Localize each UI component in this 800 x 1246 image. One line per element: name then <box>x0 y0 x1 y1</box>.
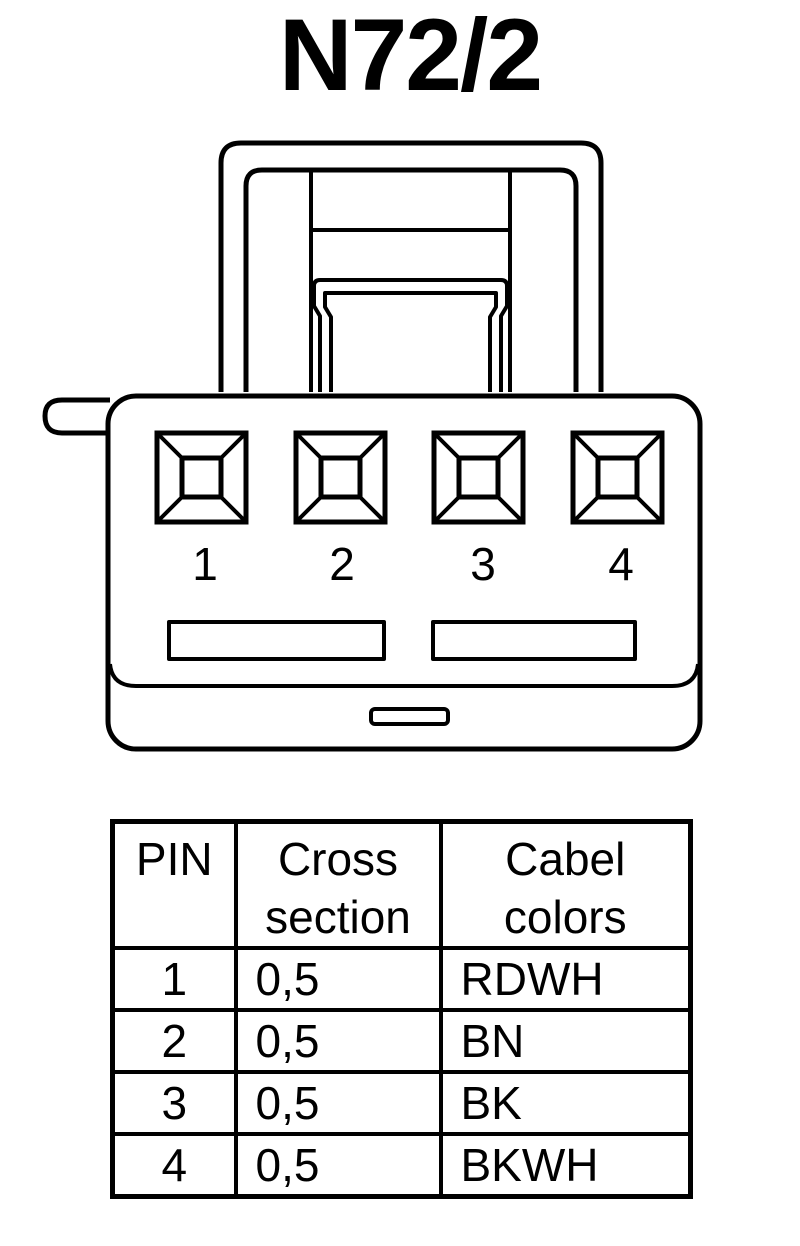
key-slot <box>369 707 450 726</box>
pin-number-cell: 3 <box>110 1070 238 1136</box>
bottom-slot-left <box>167 620 386 661</box>
cross-section-cell: 0,5 <box>233 1132 443 1199</box>
lock-tab-inner <box>323 291 498 392</box>
pin-cavity-4 <box>570 430 665 525</box>
pin-label-2: 2 <box>329 538 355 590</box>
housing-ledge <box>108 663 700 688</box>
header-pin-label: PIN <box>135 833 213 885</box>
cable-color-cell: RDWH <box>438 946 693 1012</box>
pin-cavity-3 <box>431 430 526 525</box>
pin-number-cell: 2 <box>110 1008 238 1074</box>
cross-section-cell: 0,5 <box>233 946 443 1012</box>
header-cable-colors-line-2: colors <box>503 891 627 943</box>
pin-label-4: 4 <box>608 538 634 590</box>
table-row: 2 0,5 BN <box>110 1008 693 1074</box>
header-cable-colors: Cabel colors <box>438 819 693 950</box>
cable-color-cell: BK <box>438 1070 693 1136</box>
pin-label-1: 1 <box>192 538 218 590</box>
latch-inner <box>243 167 579 392</box>
pin-label-3: 3 <box>470 538 496 590</box>
connector-drawing: 1 2 3 4 <box>42 140 703 752</box>
pin-number-cell: 4 <box>110 1132 238 1199</box>
cross-section-cell: 0,5 <box>233 1008 443 1074</box>
pinout-table: PIN Cross section Cabel colors 1 0,5 RDW… <box>110 819 693 1199</box>
table-row: 1 0,5 RDWH <box>110 946 693 1012</box>
pin-cavity-2 <box>293 430 388 525</box>
table-row: 4 0,5 BKWH <box>110 1132 693 1199</box>
header-cross-section: Cross section <box>233 819 443 950</box>
lock-tab-rails <box>309 170 512 392</box>
cable-color-cell: BKWH <box>438 1132 693 1199</box>
connector-title: N72/2 <box>278 0 543 112</box>
table-row: 3 0,5 BK <box>110 1070 693 1136</box>
lock-tab-outer <box>312 278 509 392</box>
cross-section-cell: 0,5 <box>233 1070 443 1136</box>
header-pin: PIN <box>110 819 238 950</box>
header-cross-section-line-1: Cross <box>277 833 399 885</box>
bottom-slot-right <box>431 620 637 661</box>
latch-outer <box>218 140 604 392</box>
table-header-row: PIN Cross section Cabel colors <box>110 819 693 950</box>
pin-cavity-1 <box>154 430 249 525</box>
header-cross-section-line-2: section <box>265 891 411 943</box>
header-cable-colors-line-1: Cabel <box>505 833 626 885</box>
side-tab <box>42 397 110 436</box>
housing-body <box>105 393 703 752</box>
pin-number-cell: 1 <box>110 946 238 1012</box>
cable-color-cell: BN <box>438 1008 693 1074</box>
